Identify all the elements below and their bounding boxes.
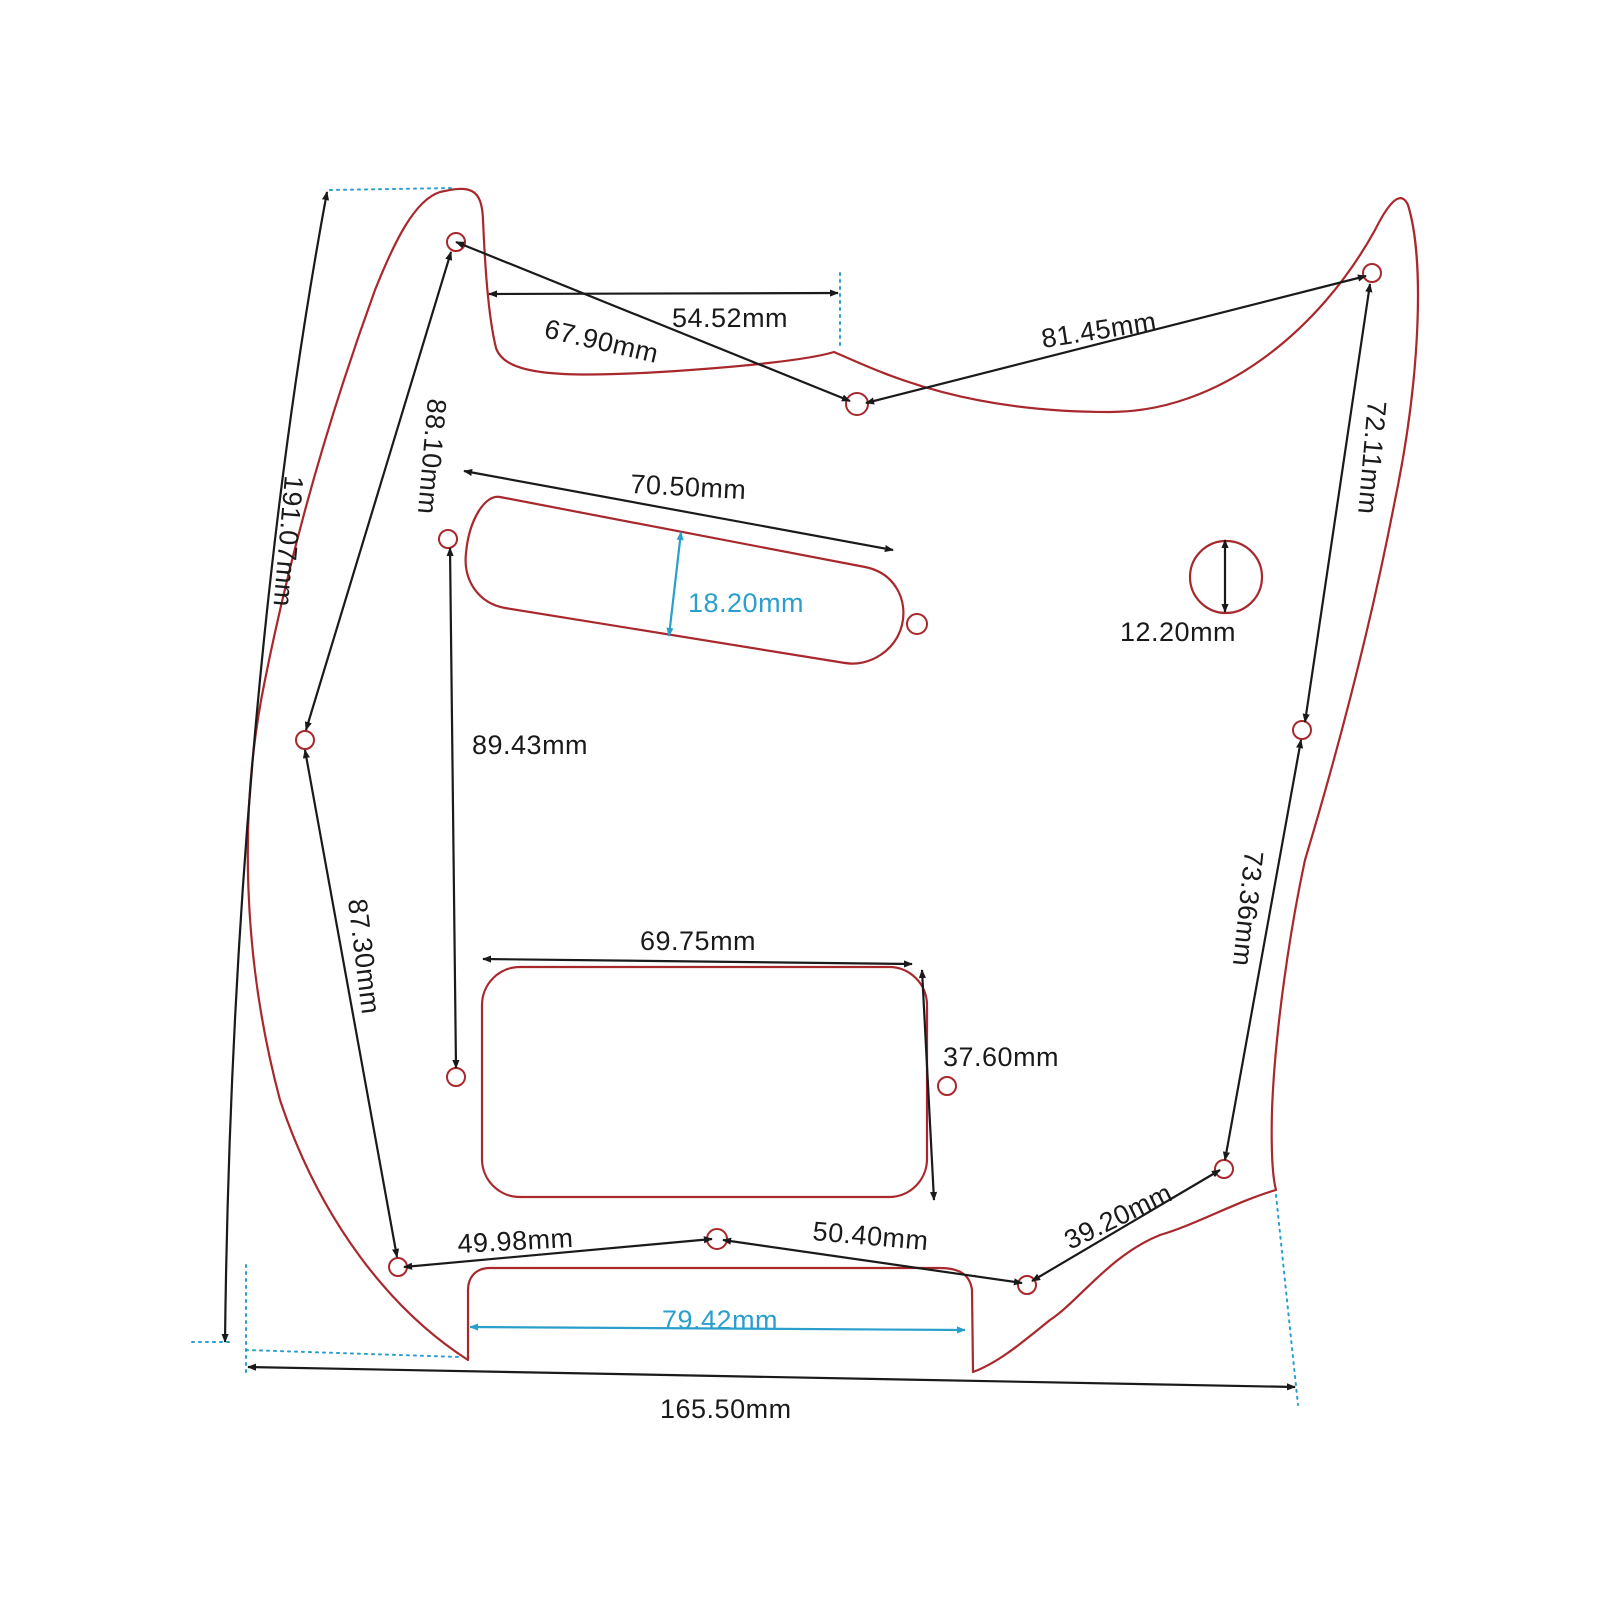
dim-bottom-right-diag bbox=[1031, 1169, 1221, 1282]
dim-bottom-left bbox=[403, 1236, 713, 1270]
dim-humbucker-width bbox=[918, 969, 938, 1201]
label-left-upper-diag: 88.10mm bbox=[412, 397, 452, 515]
screw-hole bbox=[906, 613, 928, 635]
label-right-upper: 72.11mm bbox=[1352, 399, 1392, 515]
dim-right-upper bbox=[1302, 283, 1373, 723]
dim-top-left-width bbox=[488, 289, 839, 298]
dim-bottom-mid bbox=[722, 1237, 1023, 1286]
ref-line bbox=[329, 187, 456, 191]
label-bottom-left: 49.98mm bbox=[457, 1223, 574, 1259]
dim-left-lower bbox=[302, 749, 400, 1258]
dim-single-coil-length bbox=[463, 468, 894, 553]
screw-hole bbox=[937, 1076, 957, 1096]
dim-top-right-diag bbox=[865, 274, 1367, 405]
label-humbucker-width: 37.60mm bbox=[943, 1042, 1059, 1072]
label-bottom-right-diag: 39.20mm bbox=[1059, 1178, 1176, 1256]
label-top-left-diag: 67.90mm bbox=[542, 314, 662, 369]
ref-line bbox=[245, 1349, 461, 1358]
dim-top-left-diag bbox=[455, 240, 851, 403]
dim-single-coil-width bbox=[666, 531, 684, 637]
dim-right-lower bbox=[1222, 739, 1304, 1161]
label-bottom-mid: 50.40mm bbox=[811, 1216, 929, 1256]
dim-humbucker-length bbox=[482, 955, 913, 968]
single-coil-cutout bbox=[464, 495, 905, 665]
dimension-lines bbox=[221, 191, 1373, 1391]
ref-line bbox=[1275, 1194, 1299, 1406]
label-overall-width: 165.50mm bbox=[660, 1394, 792, 1424]
screw-hole bbox=[295, 730, 315, 750]
label-humbucker-length: 69.75mm bbox=[640, 926, 756, 956]
label-single-coil-width: 18.20mm bbox=[688, 588, 804, 618]
label-top-right-diag: 81.45mm bbox=[1039, 306, 1158, 354]
dim-pickup-spacing bbox=[446, 547, 460, 1069]
screw-holes bbox=[295, 232, 1382, 1295]
screw-hole bbox=[446, 1067, 466, 1087]
label-neck-cutout: 79.42mm bbox=[662, 1305, 778, 1335]
screw-hole bbox=[438, 529, 458, 549]
label-left-lower-diag: 87.30mm bbox=[342, 897, 386, 1016]
pickguard-outline bbox=[246, 187, 1420, 1374]
screw-hole bbox=[1017, 1275, 1037, 1295]
dim-overall-height bbox=[221, 191, 330, 1343]
dim-neck-cutout bbox=[469, 1323, 966, 1334]
screw-hole bbox=[1214, 1159, 1234, 1179]
humbucker-cutout bbox=[480, 965, 929, 1199]
label-top-left-width: 54.52mm bbox=[672, 303, 788, 333]
screw-hole bbox=[1292, 720, 1312, 740]
screw-hole bbox=[845, 392, 869, 416]
label-overall-height: 191.07mm bbox=[268, 474, 309, 608]
dim-left-upper bbox=[304, 251, 453, 731]
label-single-coil-length: 70.50mm bbox=[630, 469, 747, 505]
screw-hole bbox=[1362, 263, 1382, 283]
label-pickup-spacing: 89.43mm bbox=[472, 730, 588, 760]
label-knob-diameter: 12.20mm bbox=[1120, 617, 1236, 647]
dim-overall-width bbox=[247, 1363, 1296, 1391]
